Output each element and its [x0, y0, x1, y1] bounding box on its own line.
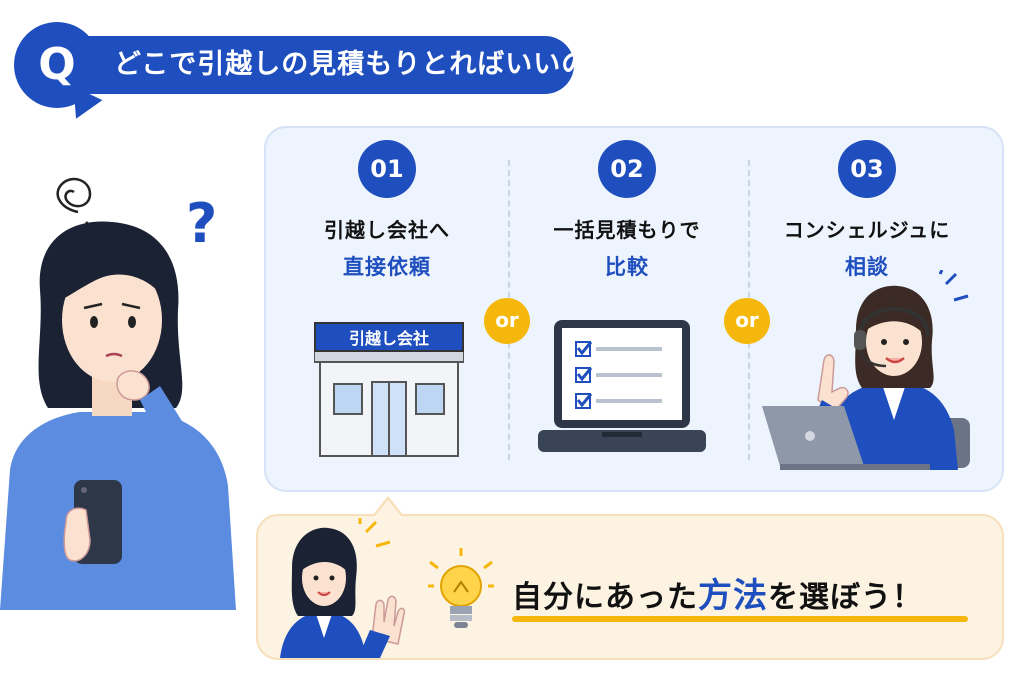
building-sign: 引越し会社 [314, 322, 464, 352]
question-pill [78, 36, 574, 94]
question-mark-icon: ? [186, 192, 217, 255]
call-to-action: 自分にあった方法を選ぼう！ [512, 568, 923, 617]
q-letter: Q [38, 39, 76, 90]
option-subtitle: 直接依頼 [343, 255, 431, 279]
option-number: 02 [598, 140, 656, 198]
thinking-woman-illustration: ? [0, 177, 236, 610]
question-text: どこで引越しの見積もりとればいいの？ [114, 49, 618, 80]
headset-icon [858, 307, 930, 337]
cta-text-part2: を選ぼう！ [768, 580, 923, 615]
laptop-checklist-icon [538, 320, 706, 452]
or-badge: or [484, 298, 530, 344]
option-title: 引越し会社へ [324, 218, 450, 242]
cta-underline [512, 616, 968, 622]
option-number: 01 [358, 140, 416, 198]
option-number: 03 [838, 140, 896, 198]
cta-text-part1: 自分にあった [512, 580, 698, 615]
option-concierge: 03 コンシェルジュに 相談 [752, 140, 982, 281]
cta-highlight: 方法 [698, 576, 768, 616]
option-subtitle: 相談 [845, 255, 889, 279]
concierge-operator-icon [762, 270, 970, 470]
option-direct-request: 01 引越し会社へ 直接依頼 [272, 140, 502, 281]
or-badge: or [724, 298, 770, 344]
lightbulb-icon [428, 548, 494, 628]
building-icon: 引越し会社 [313, 322, 465, 458]
speech-tail-inner [375, 500, 401, 516]
question-header: Q どこで引越しの見積もりとればいいの？ [14, 22, 616, 126]
q-badge [14, 22, 100, 108]
option-title: 一括見積もりで [553, 218, 701, 242]
option-bulk-estimate: 02 一括見積もりで 比較 [512, 140, 742, 281]
option-subtitle: 比較 [605, 255, 649, 279]
checkbox-icon [575, 341, 662, 409]
waving-woman-illustration [280, 518, 406, 658]
option-title: コンシェルジュに [783, 218, 951, 242]
